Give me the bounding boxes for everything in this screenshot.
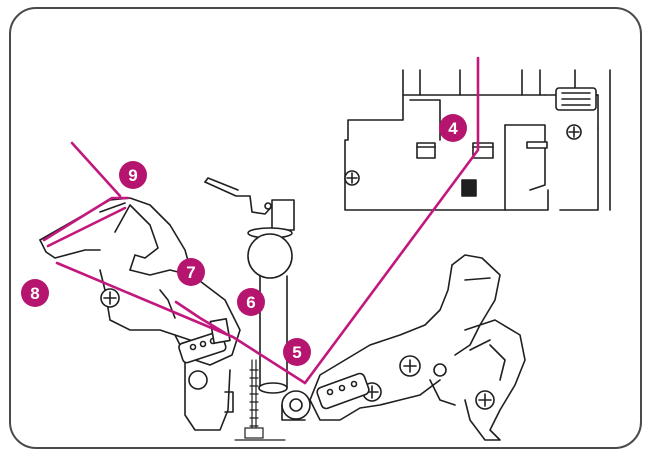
step-label-5: 5 — [292, 343, 301, 362]
step-badge-7: 7 — [177, 258, 205, 286]
step-label-4: 4 — [448, 119, 458, 138]
thread-path — [42, 56, 480, 385]
step-label-9: 9 — [128, 166, 137, 185]
center-post — [204, 177, 295, 394]
step-badge-8: 8 — [21, 279, 49, 307]
upper-thread-guide-assembly — [344, 69, 611, 211]
step-label-6: 6 — [246, 293, 255, 312]
step-badge-5: 5 — [283, 338, 311, 366]
right-looper-assembly — [281, 254, 526, 441]
step-label-7: 7 — [186, 263, 195, 282]
diagram-frame — [9, 7, 642, 449]
step-label-8: 8 — [30, 284, 39, 303]
tension-spring — [234, 359, 286, 441]
step-badge-6: 6 — [237, 288, 265, 316]
step-badge-9: 9 — [119, 161, 147, 189]
step-badge-4: 4 — [439, 114, 467, 142]
